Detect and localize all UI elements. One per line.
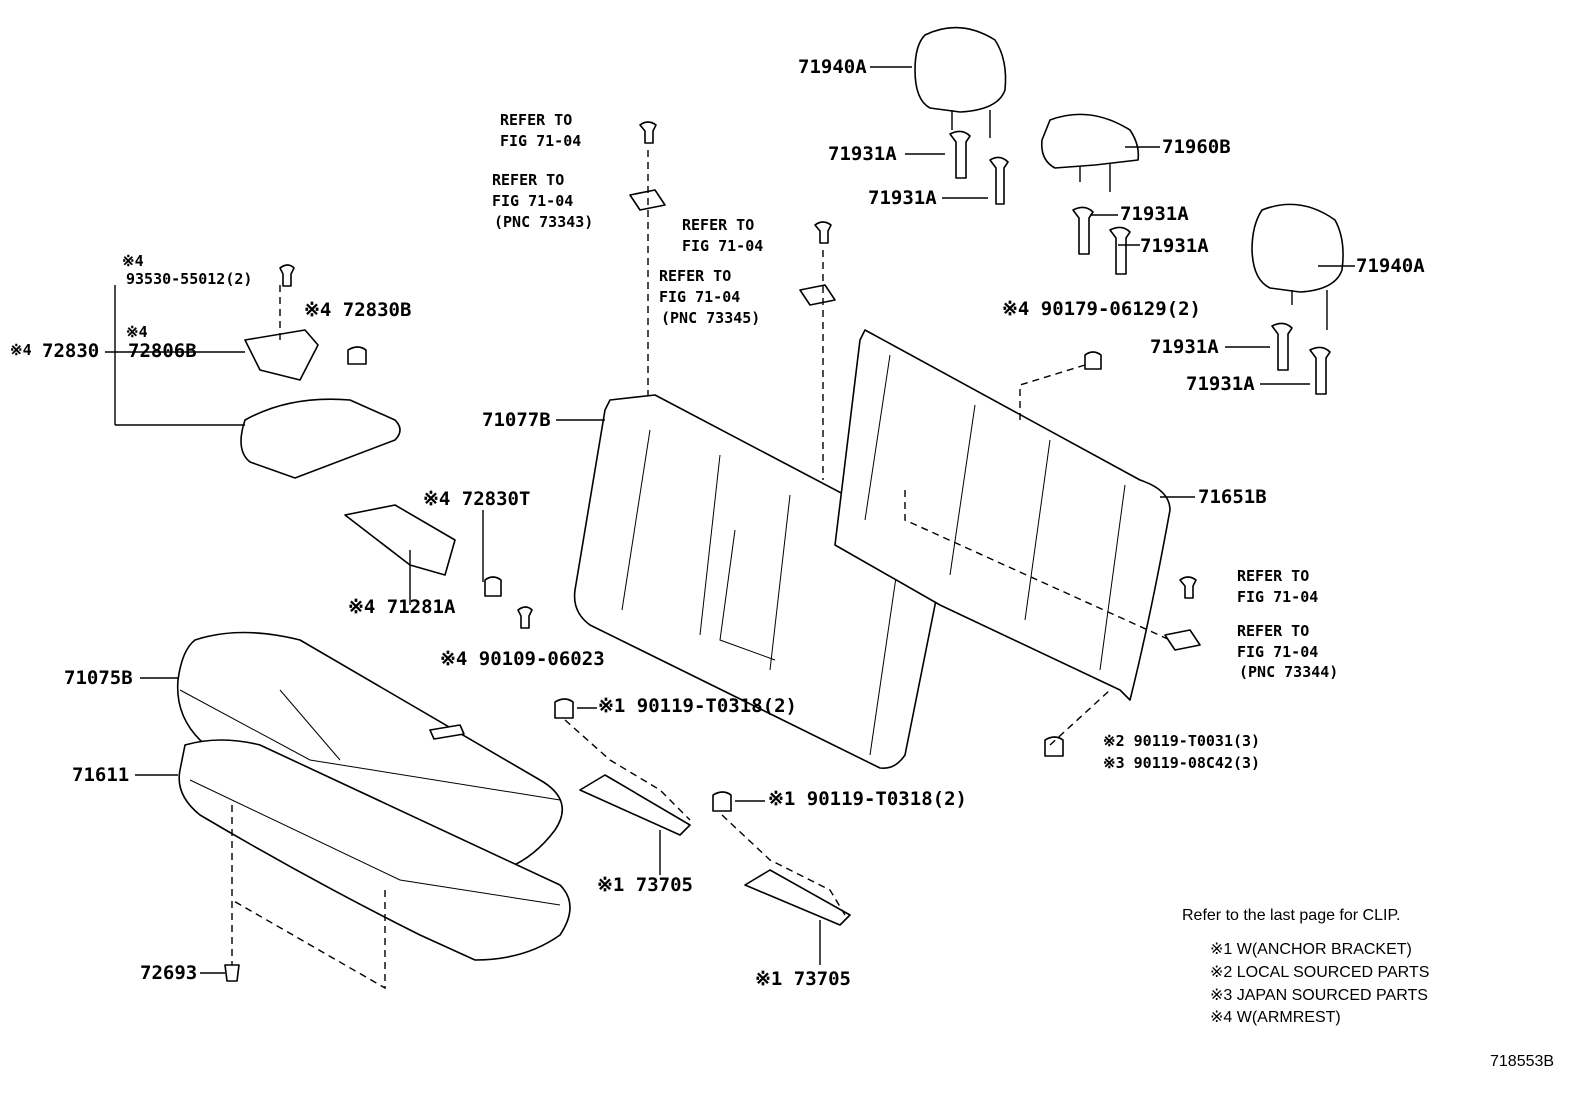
- legend-item-1: ※1 W(ANCHOR BRACKET): [1210, 941, 1412, 958]
- label-screw-mark: ※4: [122, 252, 144, 270]
- armrest-bracket: [344, 504, 533, 629]
- ref2-line3: (PNC 73343): [494, 213, 594, 231]
- label-guide-a1: 71931A: [828, 143, 897, 165]
- seat-cushion-pad: [178, 739, 571, 961]
- label-guide-b1: 71931A: [1120, 203, 1189, 225]
- label-nut-right: ※4 90179-06129(2): [1002, 298, 1201, 320]
- label-armrest-stopper: ※4 72830B: [304, 299, 412, 321]
- label-clip: 72693: [140, 962, 198, 984]
- label-cushion-pad: 71611: [72, 764, 130, 786]
- label-armrest-mark: ※4: [10, 341, 32, 359]
- seatback-right: [834, 329, 1171, 701]
- ref1-line1: REFER TO: [500, 111, 573, 129]
- label-back-cover-right: 71651B: [1198, 486, 1267, 508]
- clip-note: Refer to the last page for CLIP.: [1182, 907, 1401, 924]
- label-headrest-center: 71960B: [1162, 136, 1231, 158]
- legend-item-2: ※2 LOCAL SOURCED PARTS: [1210, 964, 1430, 981]
- fasteners: [224, 121, 1201, 990]
- ref5-line2: FIG 71-04: [1237, 588, 1319, 606]
- label-guide-a2: 71931A: [868, 187, 937, 209]
- label-headrest-right: 71940A: [1356, 255, 1425, 277]
- legend-item-3: ※3 JAPAN SOURCED PARTS: [1210, 987, 1428, 1004]
- headrest-right: [1251, 203, 1344, 330]
- figure-id: 718553B: [1490, 1053, 1555, 1070]
- label-anchor-bracket-1: ※1 73705: [597, 874, 693, 896]
- label-armrest-bracket: ※4 71281A: [348, 596, 456, 618]
- ref5-line1: REFER TO: [1237, 567, 1310, 585]
- ref4-line3: (PNC 73345): [661, 309, 761, 327]
- headrest-left: [914, 26, 1007, 138]
- ref4-line2: FIG 71-04: [659, 288, 741, 306]
- label-armrest: 72830: [42, 340, 100, 362]
- ref2-line2: FIG 71-04: [492, 192, 574, 210]
- anchor-brackets: [554, 698, 851, 926]
- ref3-line2: FIG 71-04: [682, 237, 764, 255]
- label-cushion-cover: 71075B: [64, 667, 133, 689]
- ref4-line1: REFER TO: [659, 267, 732, 285]
- label-anchor-bolt-2: ※1 90119-T0318(2): [768, 788, 967, 810]
- legend-item-4: ※4 W(ARMREST): [1210, 1009, 1341, 1026]
- seatback-left: [573, 394, 946, 770]
- ref6-line2: FIG 71-04: [1237, 643, 1319, 661]
- label-headrest-left: 71940A: [798, 56, 867, 78]
- ref1-line2: FIG 71-04: [500, 132, 582, 150]
- armrest: [240, 264, 401, 479]
- label-cupholder-mark: ※4: [126, 323, 148, 341]
- leader-lines: [105, 66, 1355, 974]
- headrest-guides: [949, 130, 1331, 395]
- label-bolt-japan: ※3 90119-08C42(3): [1103, 754, 1261, 772]
- label-back-frame-left: 71077B: [482, 409, 551, 431]
- label-armrest-bolt: ※4 90109-06023: [440, 648, 605, 670]
- ref2-line1: REFER TO: [492, 171, 565, 189]
- label-guide-b2: 71931A: [1140, 235, 1209, 257]
- label-armrest-cupholder: 72806B: [128, 340, 197, 362]
- label-guide-c2: 71931A: [1186, 373, 1255, 395]
- label-cupholder-screw: 93530-55012(2): [126, 270, 253, 288]
- label-guide-c1: 71931A: [1150, 336, 1219, 358]
- label-anchor-bolt-1: ※1 90119-T0318(2): [598, 695, 797, 717]
- ref6-line1: REFER TO: [1237, 622, 1310, 640]
- label-armrest-hinge-nut: ※4 72830T: [423, 488, 531, 510]
- ref3-line1: REFER TO: [682, 216, 755, 234]
- headrest-center: [1040, 113, 1140, 192]
- ref6-line3: (PNC 73344): [1239, 663, 1339, 681]
- label-bolt-local: ※2 90119-T0031(3): [1103, 732, 1261, 750]
- label-anchor-bracket-2: ※1 73705: [755, 968, 851, 990]
